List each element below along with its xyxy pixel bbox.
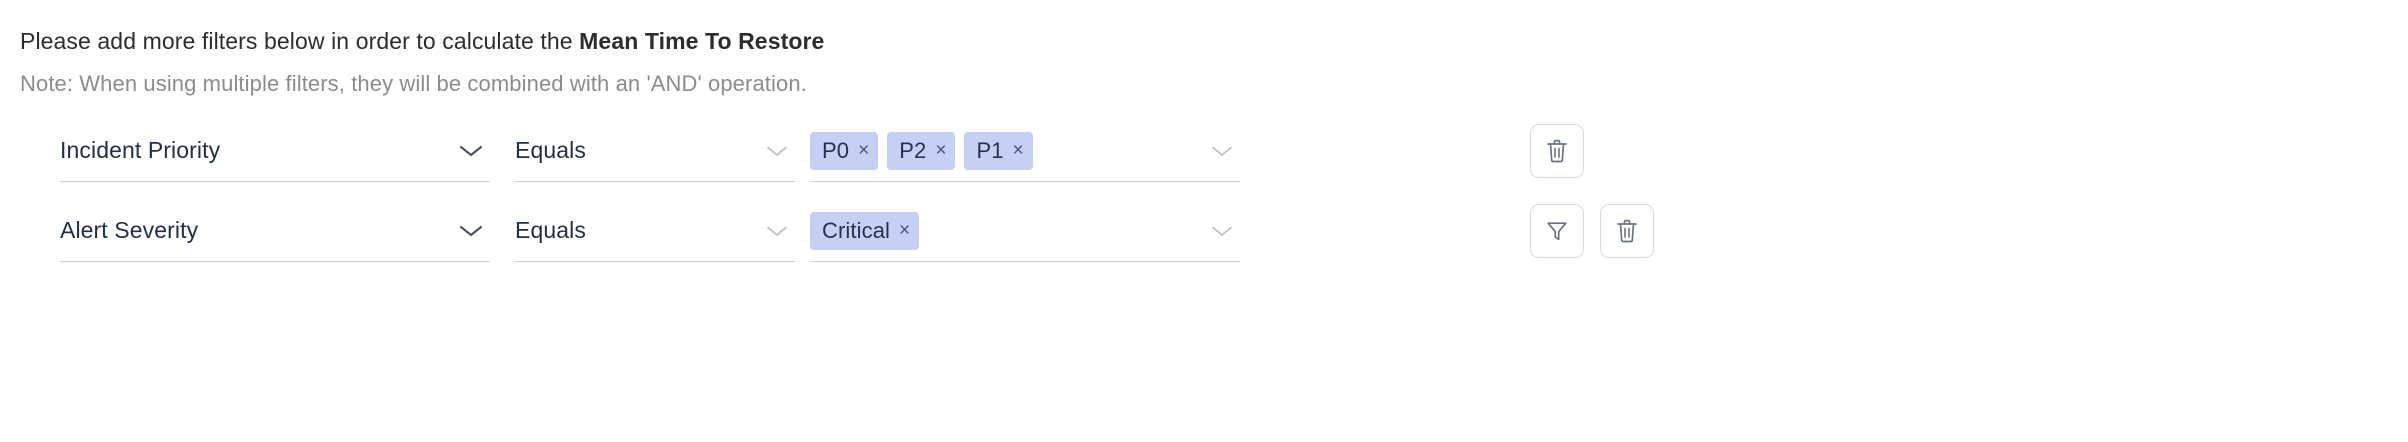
- chip-remove-icon[interactable]: ×: [858, 140, 870, 161]
- value-chip[interactable]: P1 ×: [964, 131, 1033, 170]
- metric-name: Mean Time To Restore: [579, 28, 825, 54]
- delete-filter-button[interactable]: [1530, 124, 1584, 178]
- chevron-down-icon: [765, 224, 789, 238]
- selected-values: P0 × P2 × P1 ×: [810, 131, 1194, 170]
- value-chip[interactable]: Critical ×: [810, 211, 920, 250]
- page-title: Please add more filters below in order t…: [20, 26, 2408, 56]
- filter-row: Alert Severity Equals Critical ×: [20, 200, 2408, 280]
- operator-value: Equals: [515, 137, 586, 163]
- instruction-text: Please add more filters below in order t…: [20, 28, 580, 54]
- attribute-select[interactable]: Alert Severity: [60, 200, 490, 262]
- chevron-down-icon: [458, 223, 484, 239]
- chevron-down-icon: [765, 144, 789, 158]
- chip-label: P0: [822, 137, 850, 163]
- selected-values: Critical ×: [810, 211, 1194, 250]
- chevron-down-icon: [1210, 224, 1234, 238]
- operator-select[interactable]: Equals: [515, 120, 795, 182]
- filter-rows: Incident Priority Equals P0 ×: [20, 120, 2408, 280]
- chevron-down-icon: [1210, 144, 1234, 158]
- chip-remove-icon[interactable]: ×: [935, 140, 947, 161]
- attribute-value: Alert Severity: [60, 217, 199, 243]
- chevron-down-icon: [458, 143, 484, 159]
- operator-value: Equals: [515, 217, 586, 243]
- operator-select[interactable]: Equals: [515, 200, 795, 262]
- delete-filter-button[interactable]: [1600, 204, 1654, 258]
- chip-label: P2: [899, 137, 927, 163]
- row-actions: [1530, 120, 1584, 182]
- chip-remove-icon[interactable]: ×: [1012, 140, 1024, 161]
- value-chip[interactable]: P0 ×: [810, 131, 879, 170]
- apply-filter-button[interactable]: [1530, 204, 1584, 258]
- chip-label: Critical: [822, 217, 891, 243]
- chip-label: P1: [976, 137, 1004, 163]
- attribute-select[interactable]: Incident Priority: [60, 120, 490, 182]
- value-multiselect[interactable]: Critical ×: [810, 200, 1240, 262]
- filter-row: Incident Priority Equals P0 ×: [20, 120, 2408, 200]
- attribute-value: Incident Priority: [60, 137, 221, 163]
- chip-remove-icon[interactable]: ×: [899, 220, 911, 241]
- value-chip[interactable]: P2 ×: [887, 131, 956, 170]
- value-multiselect[interactable]: P0 × P2 × P1 ×: [810, 120, 1240, 182]
- row-actions: [1530, 200, 1654, 262]
- filter-note: Note: When using multiple filters, they …: [20, 71, 807, 96]
